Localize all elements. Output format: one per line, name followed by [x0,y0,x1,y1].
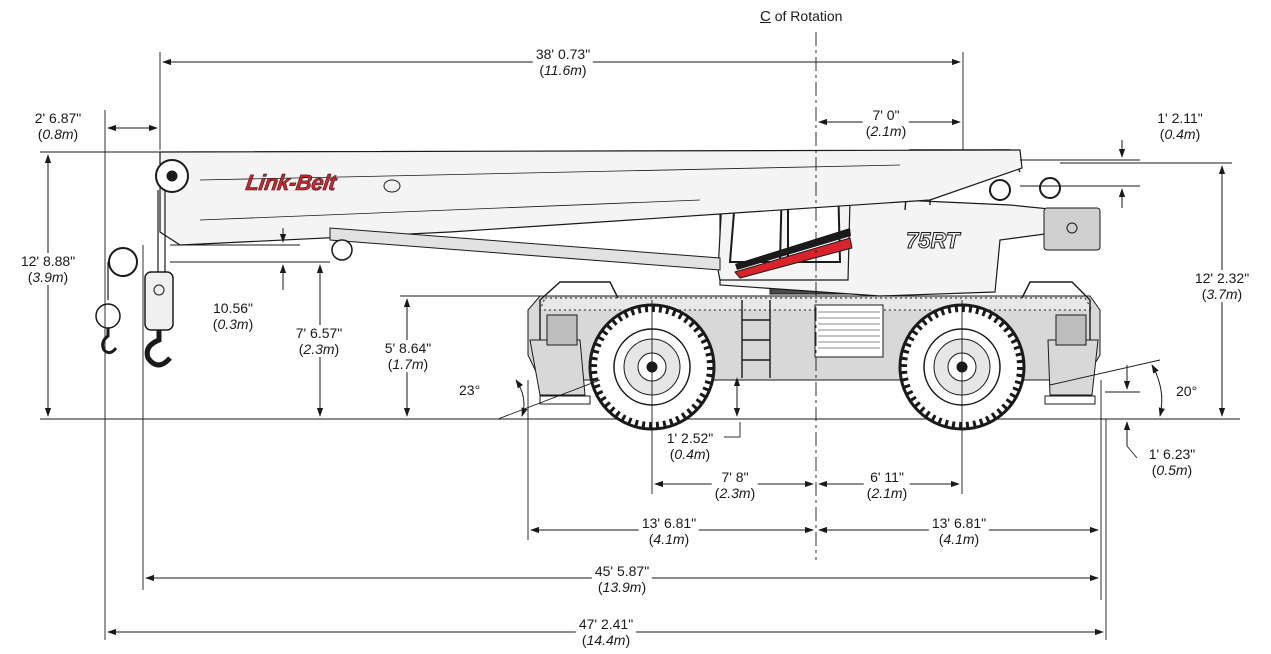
engine-grille [814,304,884,358]
access-ladder [741,300,771,378]
dim-imperial: 13' 6.81" [641,515,697,531]
dim-imperial: 7' 6.57" [295,325,343,341]
dim-metric: 4.1m [943,531,975,547]
dim-imperial: 6' 11" [870,469,904,485]
centerline-symbol: C [760,8,771,25]
dim-metric: 14.4m [586,632,626,648]
dim-imperial: 13' 6.81" [931,515,987,531]
cab-red-stripe [734,237,853,279]
boom-lift-cylinder [329,227,721,271]
dim-metric: 11.6m [544,62,582,78]
dim-metric: 2.1m [870,123,902,139]
dim-overall-length-boom: 45' 5.87" (13.9m) [591,563,653,595]
dim-metric: 1.7m [392,356,424,372]
dim-imperial: 5' 8.64" [384,340,432,356]
counterweight [1043,207,1101,251]
auxiliary-hook-ball [95,262,121,355]
aux-winch [1039,177,1061,199]
dim-hook-block: 10.56" (0.3m) [209,300,257,332]
dim-boom-overhang: 2' 6.87" (0.8m) [31,110,85,142]
dim-imperial: 7' 8" [721,469,749,485]
dim-metric: 4.1m [653,531,685,547]
dim-imperial: 1' 6.23" [1148,446,1196,462]
carrier-railing [539,281,1091,340]
dim-front-height: 12' 8.88" (3.9m) [17,253,79,285]
centerline-label: of Rotation [774,8,843,24]
dim-imperial: 2' 6.87" [34,110,82,126]
dim-imperial: 7' 0" [872,107,900,123]
dim-metric: 0.4m [1164,126,1196,142]
dim-metric: 0.8m [42,126,74,142]
dim-rear-height: 12' 2.32" (3.7m) [1191,270,1253,302]
dim-metric: 0.5m [1156,462,1188,478]
brand-logo: Link-Belt [244,170,338,196]
dim-overall-length-total: 47' 2.41" (14.4m) [575,616,637,648]
dim-imperial: 38' 0.73" [535,46,591,62]
dim-rotation-to-rear-outrigger: 13' 6.81" (4.1m) [928,515,990,547]
dim-metric: 13.9m [602,579,642,595]
dim-front-axle-to-rotation: 7' 8" (2.3m) [711,469,759,501]
dim-imperial: 45' 5.87" [594,563,650,579]
dim-boom-pivot-height: 7' 6.57" (2.3m) [292,325,346,357]
centerline-title: C of Rotation [760,8,842,25]
departure-angle: 20° [1176,383,1198,399]
dim-metric: 3.7m [1206,286,1238,302]
front-outrigger [529,339,586,396]
dim-imperial: 12' 2.32" [1194,270,1250,286]
model-badge: 75RT [905,228,960,254]
dim-deck-height: 5' 8.64" (1.7m) [381,340,435,372]
dim-metric: 2.3m [303,341,335,357]
rear-outrigger [1047,339,1099,396]
dim-rear-clearance: 1' 6.23" (0.5m) [1145,446,1199,478]
rear-wheel [898,303,1026,431]
telescopic-boom [159,149,1023,246]
dim-counterweight-offset: 1' 2.11" (0.4m) [1154,110,1206,142]
dim-rotation-to-rear: 7' 0" (2.1m) [862,107,910,139]
dim-metric: 0.4m [674,446,706,462]
approach-angle: 23° [459,382,481,398]
dim-ground-clearance: 1' 2.52" (0.4m) [663,430,717,462]
main-winch [989,179,1011,201]
dim-imperial: 47' 2.41" [578,616,634,632]
dim-metric: 3.9m [32,269,64,285]
main-hook-block [144,271,174,368]
dim-metric: 2.3m [719,485,751,501]
dim-front-outrigger-to-rotation: 13' 6.81" (4.1m) [638,515,700,547]
dim-imperial: 1' 2.52" [666,430,714,446]
dim-metric: 2.1m [871,485,903,501]
dim-metric: 0.3m [217,316,249,332]
dim-imperial: 12' 8.88" [20,253,76,269]
dim-rotation-to-rear-axle: 6' 11" (2.1m) [863,469,911,501]
dim-boom-length: 38' 0.73" (11.6m) [532,46,594,78]
dim-imperial: 1' 2.11" [1157,110,1203,126]
crane-illustration [95,149,1101,431]
dim-imperial: 10.56" [212,300,253,316]
